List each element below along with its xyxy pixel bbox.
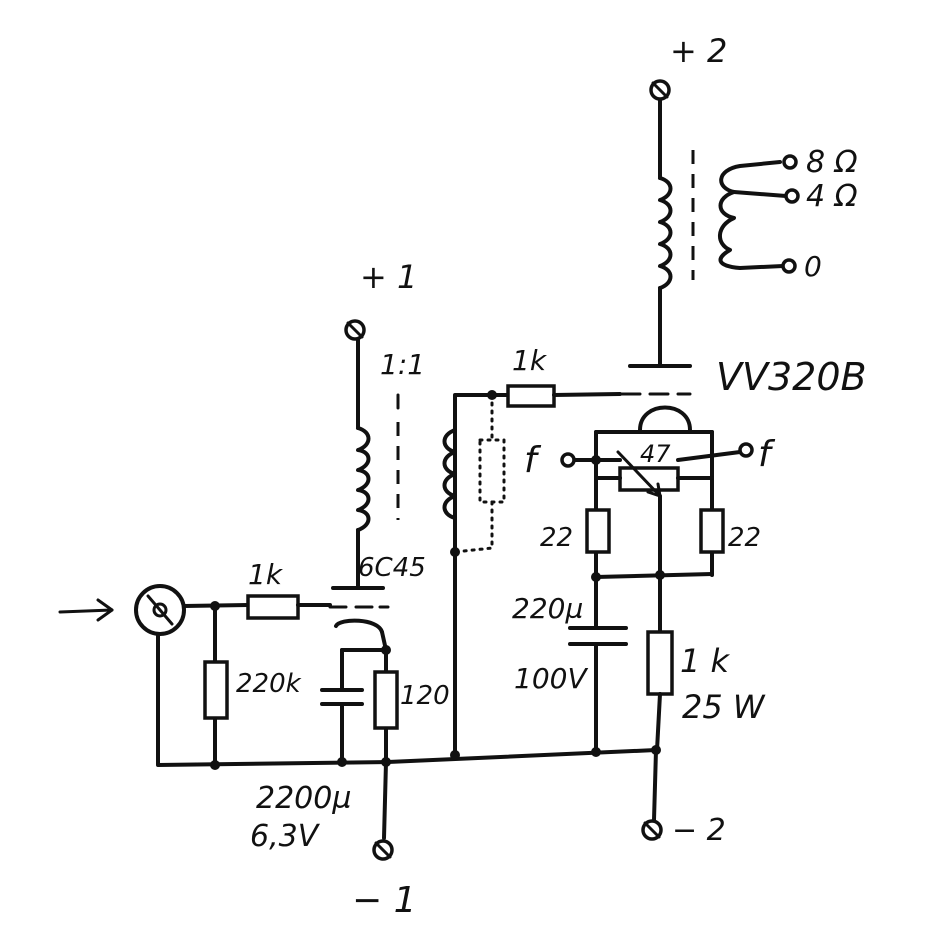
label-tube2: VV320B: [716, 355, 867, 399]
label-filament-right: f: [758, 434, 776, 475]
terminal-supply1-minus: [372, 839, 394, 861]
label-c-cathode1-value: 2200µ: [256, 781, 351, 816]
label-filament-left: f: [524, 440, 542, 481]
resistor-grid2: [506, 384, 556, 408]
resistor-filament-right: [699, 508, 725, 554]
resistor-cathode1: [373, 670, 399, 730]
label-r-cathode2-power: 25 W: [682, 688, 766, 726]
resistor-filament-left: [585, 508, 611, 554]
filament-terminal-right: [738, 442, 754, 458]
resistor-input-shunt: [203, 660, 229, 720]
label-r-fil-right: 22: [728, 523, 761, 553]
filament-right-wire: [676, 450, 742, 462]
cathode2-res-wire: [655, 692, 662, 752]
junction-dots: [210, 390, 665, 770]
output-terminal-8: [782, 154, 798, 170]
label-pot-hum: 47: [640, 440, 671, 468]
label-supply1-minus: − 1: [352, 880, 417, 921]
label-r-cathode2-value: 1 k: [680, 642, 731, 680]
label-tube1: 6C45: [358, 553, 426, 583]
filament-terminal-left: [560, 452, 576, 468]
label-r-input-shunt: 220k: [236, 669, 302, 699]
label-c-cathode2-voltage: 100V: [514, 662, 588, 695]
label-transformer1-ratio: 1:1: [380, 348, 425, 381]
label-r-grid2: 1k: [512, 344, 548, 377]
ground-bus: [386, 748, 658, 764]
interstage-coil: [442, 428, 457, 520]
label-out-8: 8 Ω: [806, 145, 858, 180]
tube1-6c45: [328, 586, 390, 634]
hum-potentiometer: [618, 466, 680, 492]
label-supply2-plus: + 2: [670, 32, 727, 70]
filament-center-bus: [594, 572, 714, 579]
label-out-0: 0: [804, 250, 822, 283]
label-supply2-minus: − 2: [672, 813, 726, 848]
capacitor-cathode2: [568, 626, 628, 646]
grid2-return-wire: [453, 393, 510, 757]
output-terminal-4: [784, 188, 800, 204]
tap-4-wire: [732, 190, 788, 198]
label-c-cathode2-value: 220µ: [512, 592, 583, 625]
ground2-wire: [652, 748, 658, 822]
ground1-wire: [382, 760, 388, 840]
label-out-4: 4 Ω: [806, 179, 858, 214]
label-r-input-series: 1k: [248, 558, 284, 591]
terminal-supply2-plus: [649, 79, 671, 101]
terminal-supply2-minus: [641, 819, 663, 841]
label-supply1-plus: + 1: [360, 258, 417, 296]
capacitor-cathode1: [320, 688, 364, 706]
optional-component-wire: [453, 393, 494, 554]
output-transformer-secondary: [718, 160, 785, 270]
input-arrow: [58, 598, 114, 622]
terminal-supply1-plus: [344, 319, 366, 341]
label-c-cathode1-voltage: 6,3V: [250, 819, 321, 854]
resistor-cathode2: [646, 630, 674, 696]
tube2-vv320b: [620, 364, 692, 432]
input-jack: [134, 584, 186, 636]
resistor-input-series: [246, 594, 300, 620]
grid2-wire: [552, 392, 622, 397]
output-transformer-primary: [658, 176, 673, 290]
label-r-fil-left: 22: [540, 523, 573, 553]
hum-pot-wiper: [616, 450, 662, 498]
transformer1-primary: [356, 426, 371, 532]
optional-component: [478, 438, 506, 504]
label-r-cathode1: 120: [400, 681, 450, 711]
output-terminal-0: [781, 258, 797, 274]
input-ground-wire: [156, 632, 390, 767]
